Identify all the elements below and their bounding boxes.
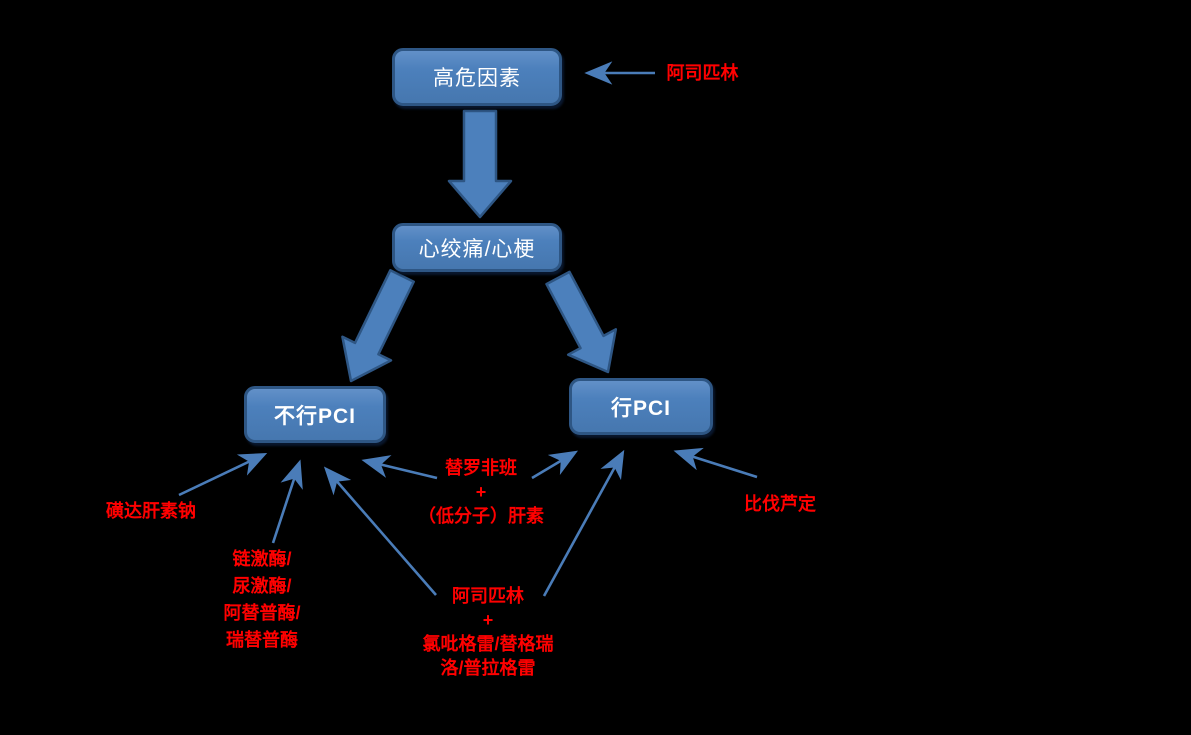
node-angina-mi: 心绞痛/心梗 <box>392 223 562 272</box>
node-risk-factor: 高危因素 <box>392 48 562 106</box>
block-arrow-down-icon <box>447 109 513 219</box>
label-bivalirudin: 比伐芦定 <box>744 494 816 514</box>
thin-arrow-tirofiban-to-pci <box>531 450 579 480</box>
node-no-pci-label: 不行PCI <box>273 404 356 428</box>
thin-arrow-thrombolytics-to-no-pci <box>271 459 303 544</box>
node-pci-label: 行PCI <box>610 396 671 420</box>
thin-arrow-aspirin-p2y12-to-no-pci <box>323 466 437 596</box>
thin-arrow-aspirin-p2y12-to-pci <box>542 449 625 597</box>
node-no-pci: 不行PCI <box>244 386 386 443</box>
label-fondaparinux: 磺达肝素钠 <box>106 501 196 521</box>
thin-arrow-bivalirudin-to-pci <box>673 447 758 479</box>
thin-arrow-tirofiban-to-no-pci <box>361 455 438 480</box>
block-arrow-down-right-icon <box>545 270 618 374</box>
label-aspirin-p2y12: 阿司匹林 + 氯吡格雷/替格瑞 洛/普拉格雷 <box>422 586 554 678</box>
label-aspirin-top: 阿司匹林 <box>666 63 739 83</box>
node-pci: 行PCI <box>569 378 713 435</box>
thin-arrow-fondaparinux-to-no-pci <box>178 452 268 497</box>
label-thrombolytics: 链激酶/ 尿激酶/ 阿替普酶/ 瑞替普酶 <box>223 549 301 650</box>
block-arrow-down-left-icon <box>341 269 415 383</box>
node-risk-factor-label: 高危因素 <box>433 67 521 90</box>
label-tirofiban-heparin: 替罗非班 + （低分子）肝素 <box>418 458 544 526</box>
node-angina-mi-label: 心绞痛/心梗 <box>418 237 536 261</box>
